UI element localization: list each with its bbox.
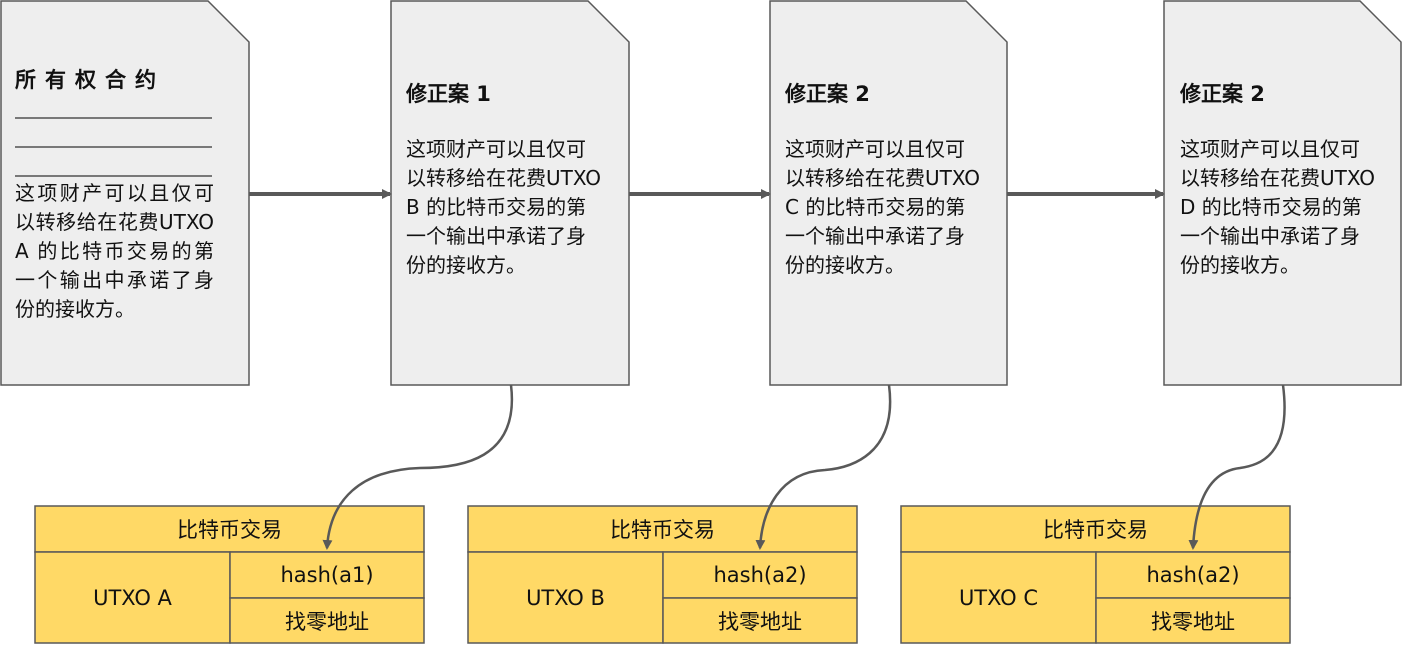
commitment-arrow-2: [755, 384, 892, 550]
commitment-arrow-1: [322, 384, 514, 550]
amendment-1-document: [390, 0, 630, 386]
contract-title: 所有权合约: [15, 68, 165, 92]
transaction-table-2: [467, 505, 858, 644]
ownership-contract-document: [0, 0, 250, 386]
transaction-2-utxo: UTXO B: [526, 585, 605, 610]
amendment-1-title: 修正案 1: [406, 82, 491, 106]
transaction-3-utxo: UTXO C: [958, 585, 1039, 610]
contract-body: 这项财产可以且仅可以转移给在花费UTXO A 的比特币交易的第一个输出中承诺了身…: [15, 181, 214, 321]
amendment-1-body: 这项财产可以且仅可以转移给在花费UTXO B 的比特币交易的第一个输出中承诺了身…: [406, 137, 602, 277]
transaction-3-change-address: 找零地址: [1151, 609, 1235, 634]
amendment-2-body: 这项财产可以且仅可以转移给在花费UTXO C 的比特币交易的第一个输出中承诺了身…: [785, 137, 981, 277]
amendment-2-document: [769, 0, 1008, 386]
transaction-3-hash: hash(a2): [1146, 563, 1240, 587]
transaction-1-header: 比特币交易: [177, 518, 282, 542]
transaction-2-change-address: 找零地址: [718, 609, 802, 634]
amendment-3-body: 这项财产可以且仅可以转移给在花费UTXO D 的比特币交易的第一个输出中承诺了身…: [1180, 137, 1376, 277]
transaction-table-3: [900, 505, 1291, 644]
commitment-arrow-3: [1188, 384, 1286, 550]
transaction-1-utxo: UTXO A: [93, 585, 172, 610]
amendment-3-document: [1163, 0, 1402, 386]
amendment-3-title: 修正案 2: [1180, 82, 1265, 106]
transaction-table-1: [34, 505, 425, 644]
amendment-2-title: 修正案 2: [785, 82, 870, 106]
transaction-3-header: 比特币交易: [1043, 518, 1148, 542]
transaction-1-hash: hash(a1): [280, 563, 374, 587]
transaction-2-header: 比特币交易: [610, 518, 715, 542]
transaction-2-hash: hash(a2): [713, 563, 807, 587]
transaction-1-change-address: 找零地址: [285, 609, 369, 634]
